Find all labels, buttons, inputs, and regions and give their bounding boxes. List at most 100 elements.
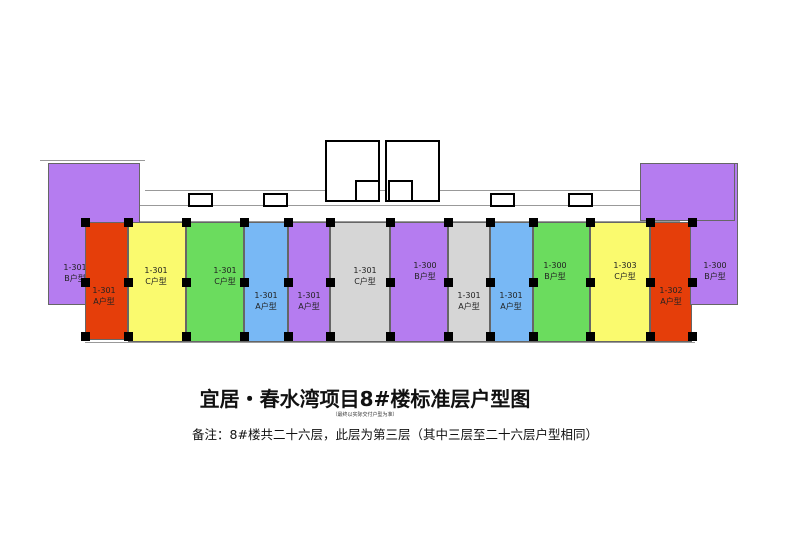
unit-type: A户型 — [298, 302, 320, 311]
unit-type: A户型 — [93, 297, 115, 306]
column — [326, 332, 335, 341]
column — [688, 218, 697, 227]
elevator — [388, 180, 413, 202]
column — [646, 278, 655, 287]
unit-14-upper — [640, 163, 735, 221]
column — [326, 218, 335, 227]
unit-type: A户型 — [500, 302, 522, 311]
column — [182, 332, 191, 341]
unit-type: B户型 — [414, 272, 436, 281]
unit-type: C户型 — [614, 272, 636, 281]
unit-number: 1-302 — [659, 286, 683, 295]
unit-type: B户型 — [544, 272, 566, 281]
column — [81, 332, 90, 341]
unit-number: 1-301 — [213, 266, 237, 275]
column — [688, 332, 697, 341]
column — [386, 278, 395, 287]
unit-number: 1-301 — [457, 291, 481, 300]
plan-note: 备注：8#楼共二十六层，此层为第三层（其中三层至二十六层户型相同） — [192, 427, 598, 442]
unit-number: 1-301 — [92, 286, 116, 295]
column — [326, 278, 335, 287]
column — [386, 218, 395, 227]
unit-4 — [186, 222, 244, 342]
unit-type: C户型 — [354, 277, 376, 286]
column — [444, 278, 453, 287]
corridor-edge — [100, 205, 680, 206]
column — [586, 278, 595, 287]
column — [240, 278, 249, 287]
outline — [40, 160, 145, 161]
column — [240, 218, 249, 227]
column — [182, 278, 191, 287]
shaft — [568, 193, 593, 207]
unit-number: 1-301 — [499, 291, 523, 300]
unit-5 — [244, 222, 288, 342]
unit-number: 1-301 — [144, 266, 168, 275]
unit-number: 1-300 — [413, 261, 437, 270]
column — [124, 332, 133, 341]
column — [688, 278, 697, 287]
column — [240, 332, 249, 341]
unit-number: 1-301 — [254, 291, 278, 300]
column — [486, 332, 495, 341]
column — [284, 278, 293, 287]
column — [444, 332, 453, 341]
column — [586, 218, 595, 227]
unit-number: 1-301 — [63, 263, 87, 272]
column — [284, 332, 293, 341]
column — [81, 218, 90, 227]
unit-number: 1-300 — [703, 261, 727, 270]
column — [124, 218, 133, 227]
unit-type: A户型 — [458, 302, 480, 311]
unit-9 — [448, 222, 490, 342]
unit-13 — [650, 222, 692, 342]
column — [182, 218, 191, 227]
unit-type: A户型 — [255, 302, 277, 311]
column — [386, 332, 395, 341]
unit-type: A户型 — [660, 297, 682, 306]
unit-2 — [85, 222, 128, 340]
plan-title: 宜居・春水湾项目8#楼标准层户型图 — [199, 387, 531, 411]
outline — [85, 342, 695, 343]
unit-type: B户型 — [64, 274, 86, 283]
column — [529, 218, 538, 227]
unit-10 — [490, 222, 533, 342]
plan-subtitle: （最终以实际交付户型为准） — [332, 412, 398, 418]
column — [486, 278, 495, 287]
unit-3 — [128, 222, 186, 342]
unit-type: C户型 — [214, 277, 236, 286]
elevator — [355, 180, 380, 202]
column — [444, 218, 453, 227]
column — [586, 332, 595, 341]
unit-7 — [330, 222, 390, 342]
unit-8 — [390, 222, 448, 342]
column — [529, 332, 538, 341]
unit-12 — [590, 222, 650, 342]
column — [284, 218, 293, 227]
unit-number: 1-301 — [297, 291, 321, 300]
unit-number: 1-301 — [353, 266, 377, 275]
column — [124, 278, 133, 287]
unit-type: C户型 — [145, 277, 167, 286]
column — [486, 218, 495, 227]
shaft — [263, 193, 288, 207]
column — [81, 278, 90, 287]
unit-type: B户型 — [704, 272, 726, 281]
unit-11 — [533, 222, 590, 342]
shaft — [188, 193, 213, 207]
shaft — [490, 193, 515, 207]
